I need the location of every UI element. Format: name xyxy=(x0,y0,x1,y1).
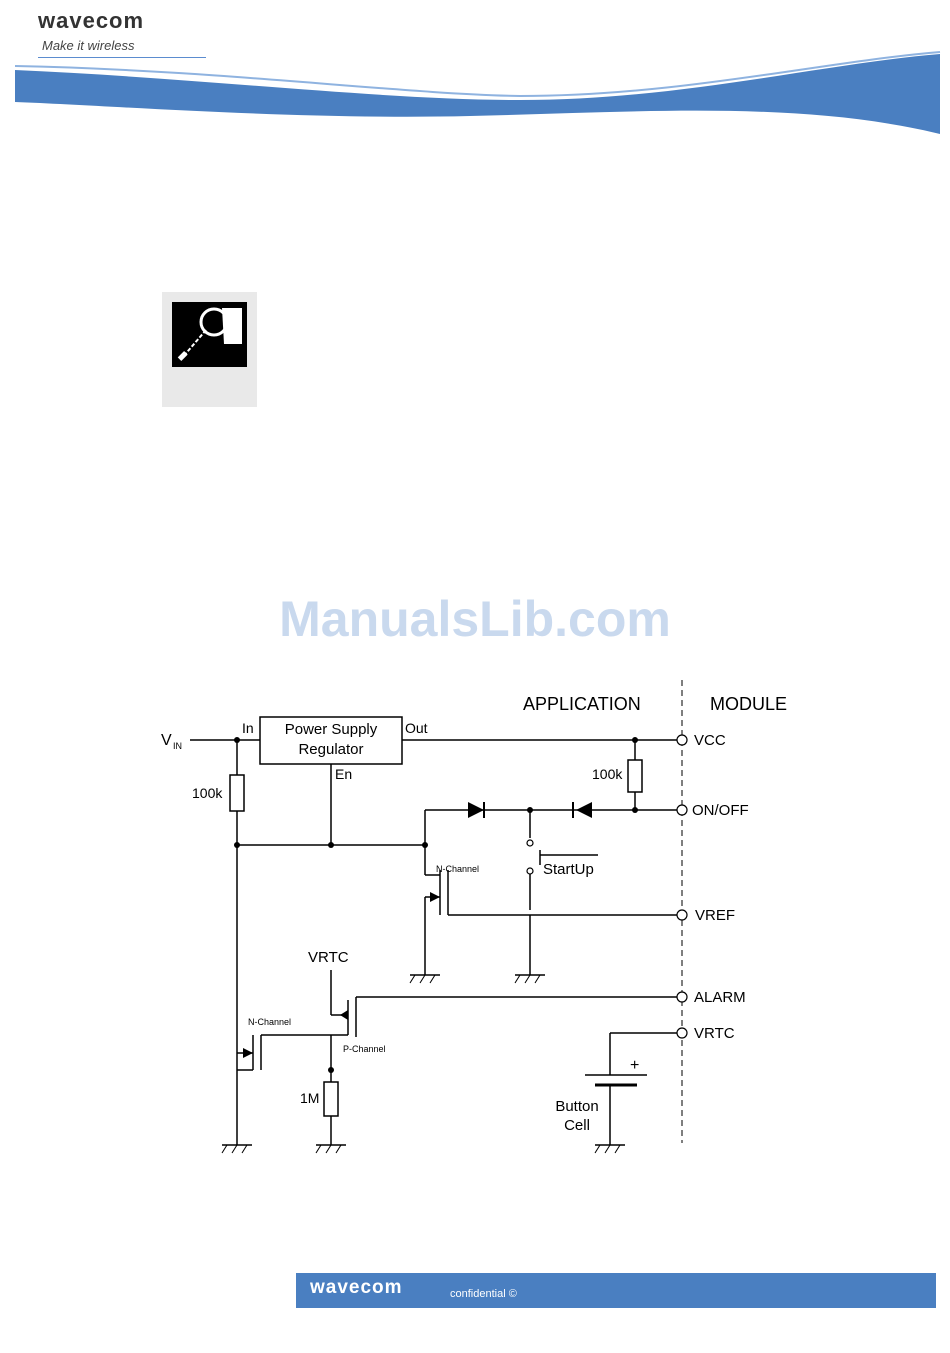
pchannel-label: P-Channel xyxy=(343,1044,386,1054)
battery-label-line1: Button xyxy=(555,1098,598,1115)
footer-confidential-text: confidential © xyxy=(450,1288,517,1300)
pin-vref-label: VREF xyxy=(695,907,735,924)
pin-onoff-label: ON/OFF xyxy=(692,802,749,819)
footer-logo: wavecom xyxy=(310,1277,403,1299)
note-icon-box xyxy=(162,292,257,407)
pin-alarm-label: ALARM xyxy=(694,989,746,1006)
pin-vrtc-label: VRTC xyxy=(694,1025,735,1042)
resistor-1m-label: 1M xyxy=(300,1090,319,1106)
vin-subscript: IN xyxy=(173,741,182,751)
regulator-label-line2: Regulator xyxy=(298,741,363,758)
regulator-pin-out: Out xyxy=(405,720,428,736)
battery-label-line2: Cell xyxy=(564,1117,590,1134)
regulator-label-line1: Power Supply xyxy=(285,721,378,738)
vrtc-supply-label: VRTC xyxy=(308,949,349,966)
watermark-text: ManualsLib.com xyxy=(0,590,950,648)
nchannel-bottom-label: N-Channel xyxy=(248,1017,291,1027)
pin-onoff-terminal xyxy=(677,805,687,815)
vin-label: V xyxy=(161,732,172,749)
nchannel-top-label: N-Channel xyxy=(436,864,479,874)
logo-wordmark: wavecom xyxy=(38,8,144,34)
pin-vref-terminal xyxy=(677,910,687,920)
power-circuit-schematic: APPLICATION MODULE V IN Power Supply Reg… xyxy=(150,675,820,1165)
region-application-label: APPLICATION xyxy=(523,694,641,714)
pin-alarm-terminal xyxy=(677,992,687,1002)
startup-switch-label: StartUp xyxy=(543,861,594,878)
resistor-100k-right-label: 100k xyxy=(592,766,623,782)
header-wave-decoration xyxy=(0,50,950,145)
battery-plus-label: + xyxy=(630,1057,639,1074)
pin-vcc-label: VCC xyxy=(694,732,726,749)
magnifier-note-icon xyxy=(162,292,257,407)
regulator-pin-en: En xyxy=(335,766,352,782)
pin-vrtc-terminal xyxy=(677,1028,687,1038)
pin-vcc-terminal xyxy=(677,735,687,745)
footer-bar: wavecom confidential © xyxy=(296,1273,936,1308)
regulator-pin-in: In xyxy=(242,720,254,736)
resistor-100k-left-label: 100k xyxy=(192,785,223,801)
region-module-label: MODULE xyxy=(710,694,787,714)
